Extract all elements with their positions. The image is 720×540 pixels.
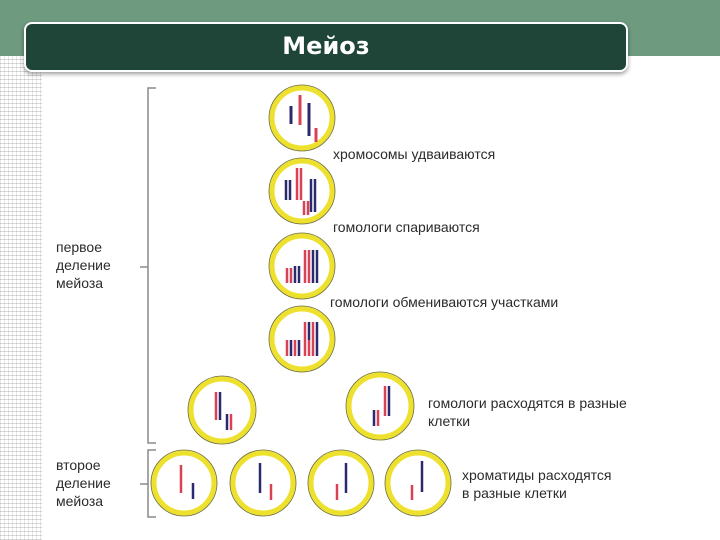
cell-membrane — [230, 450, 296, 516]
cell-outline — [268, 232, 336, 300]
cell-outline — [345, 371, 415, 441]
cell-outline — [150, 449, 218, 517]
first-division-line-3: мейоза — [56, 275, 103, 291]
cell-gamete-1 — [150, 449, 218, 517]
cell-membrane — [385, 450, 451, 516]
cell-daughter-left — [187, 375, 257, 445]
cell-outline — [307, 449, 375, 517]
cell-gamete-3 — [307, 449, 375, 517]
second-division-line-2: деление — [56, 475, 111, 491]
cell-gamete-4 — [384, 449, 452, 517]
side-pattern — [0, 56, 42, 540]
cell-outline — [268, 84, 336, 152]
bracket-first-division — [140, 87, 156, 444]
cell-outline — [268, 305, 336, 373]
cell-membrane — [269, 306, 335, 372]
cell-outline — [268, 157, 336, 225]
step-label-chromatids-line-2: в разные клетки — [462, 485, 567, 501]
cell-outline — [384, 449, 452, 517]
cell-duplicated — [268, 157, 336, 225]
second-division-line-3: мейоза — [56, 493, 103, 509]
page-title: Мейоз — [282, 32, 370, 60]
cell-membrane — [151, 450, 217, 516]
step-label-crossover: гомологи обмениваются участками — [330, 294, 558, 310]
cell-membrane — [308, 450, 374, 516]
cell-outline — [229, 449, 297, 517]
cell-outline — [187, 375, 257, 445]
step-label-homologs-line-1: гомологи расходятся в разные — [428, 395, 627, 411]
cell-daughter-right — [345, 371, 415, 441]
cell-gamete-2 — [229, 449, 297, 517]
cell-membrane — [188, 376, 256, 444]
cell-crossover — [268, 305, 336, 373]
first-division-label: первое деление мейоза — [56, 239, 115, 291]
second-division-label: второе деление мейоза — [56, 457, 115, 509]
cell-membrane — [346, 372, 414, 440]
step-label-duplicate: хромосомы удваиваются — [333, 146, 495, 162]
first-division-line-1: первое — [56, 239, 102, 255]
step-label-chromatids-separate: хроматиды расходятся в разные клетки — [462, 467, 615, 501]
first-division-line-2: деление — [56, 257, 111, 273]
cell-initial — [268, 84, 336, 152]
cell-paired — [268, 232, 336, 300]
step-label-homologs-line-2: клетки — [428, 413, 470, 429]
cell-membrane — [269, 233, 335, 299]
cell-membrane — [269, 85, 335, 151]
second-division-line-1: второе — [56, 457, 101, 473]
title-box: Мейоз — [24, 22, 628, 72]
step-label-homologs-separate: гомологи расходятся в разные клетки — [428, 395, 631, 429]
step-label-pair: гомологи спариваются — [333, 219, 480, 235]
step-label-chromatids-line-1: хроматиды расходятся — [462, 467, 612, 483]
bracket-second-division — [140, 449, 156, 518]
